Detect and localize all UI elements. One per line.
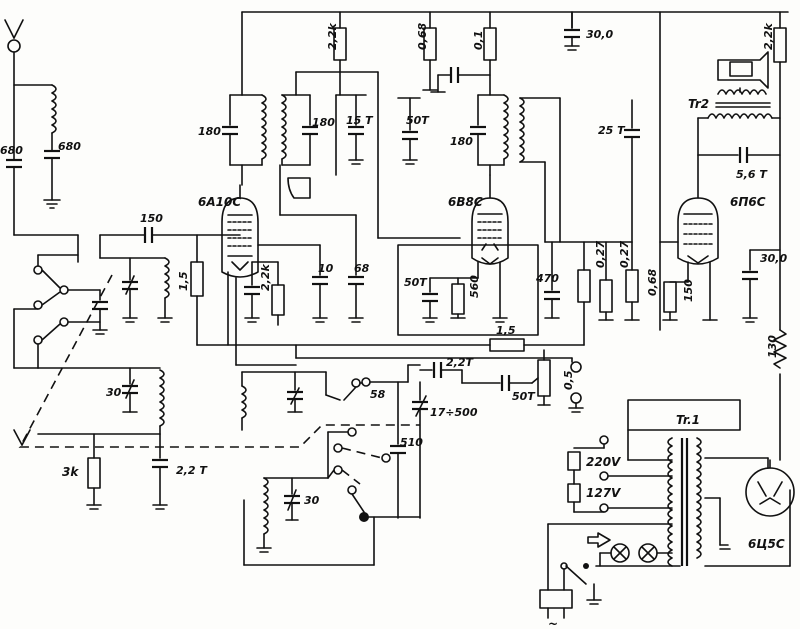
label-tr1: Tr.1	[676, 413, 700, 427]
label-220v: 220V	[586, 455, 622, 469]
band-switch-left	[13, 234, 101, 369]
label-c300-top: 30,0	[586, 28, 613, 41]
label-r068-mid: 0,68	[646, 269, 659, 296]
label-c150: 150	[140, 212, 163, 225]
label-c30-bot: 30	[304, 494, 320, 507]
label-c510: 510	[400, 436, 423, 449]
antenna-coupling	[6, 84, 79, 236]
tube-6c5s: 6Ц5С	[745, 459, 795, 551]
converter-cathode-circuit: 2,2k 10 68	[227, 214, 370, 366]
capacitor-150: 150	[99, 212, 241, 243]
label-r130: 130	[766, 335, 779, 358]
converter-plate-tank: 180	[198, 94, 267, 186]
label-c-ant: 680	[0, 144, 23, 157]
label-c50t-a: 50T	[406, 114, 430, 127]
label-r01-top: 0,1	[472, 31, 485, 51]
label-c25t: 25 T	[598, 124, 626, 137]
tube-label-6a10c: 6A10C	[198, 195, 241, 209]
tube-label-6p6s: 6П6С	[730, 195, 766, 209]
label-mains: ~	[548, 617, 558, 629]
if-transformer-1: 180 15 T	[279, 59, 461, 239]
label-c56t: 5,6 T	[736, 168, 768, 181]
power-supply: Tr.1 220V 127V	[539, 399, 791, 629]
resistors-top-mid: 0,68 0,1	[416, 23, 497, 96]
label-r3k: 3k	[62, 465, 79, 479]
supply-chain-right: 2,2k 30,0 130	[742, 23, 787, 461]
label-r027a: 0,27	[594, 241, 607, 268]
audio-volume-section: 1,5 2,2T 50T 0,5	[196, 324, 585, 413]
ganged-tuning-link	[13, 274, 420, 448]
capacitor-25t: 25 T	[598, 99, 640, 243]
if-cathode-network: 50T 560 470 0,27 0,27	[397, 241, 631, 346]
label-c10: 10	[318, 262, 334, 275]
label-c300-mid: 30,0	[760, 252, 787, 265]
label-c68: 68	[354, 262, 370, 275]
label-tr2: Tr2	[688, 97, 709, 111]
tube-6p6s: 6П6С 0,68 150	[624, 154, 766, 321]
label-c180c: 180	[450, 135, 473, 148]
label-r560: 560	[468, 275, 481, 298]
label-c-ant-coil: 680	[58, 140, 81, 153]
tube-label-6b8c: 6B8C	[448, 195, 483, 209]
label-r068-top: 0,68	[416, 23, 429, 50]
tube-label-6c5s: 6Ц5С	[748, 537, 785, 551]
resistor-2-2k-top: 2,2k	[326, 23, 347, 61]
label-r027b: 0,27	[618, 241, 631, 268]
label-r15-mid: 1,5	[496, 324, 516, 337]
label-127v: 127V	[586, 486, 622, 500]
label-c22t-bot: 2,2 T	[176, 464, 208, 477]
label-r150: 150	[682, 279, 695, 302]
label-c180a: 180	[198, 125, 221, 138]
label-c15t: 15 T	[346, 114, 374, 127]
b-plus-rail	[241, 11, 789, 331]
antenna-symbol	[4, 19, 24, 161]
lower-left-coils: 30 3k 2,2 T	[37, 367, 208, 510]
tube-6a10c: 6A10C	[198, 184, 259, 278]
capacitor-30-top: 30,0	[564, 11, 613, 51]
resistor-1-5: 1,5	[177, 234, 204, 346]
label-pot05: 0,5	[562, 370, 575, 390]
rf-tuned-circuit	[92, 257, 173, 335]
output-transformer-tr2: Tr2 5,6 T	[688, 51, 781, 181]
label-c17-500: 17÷500	[430, 406, 478, 419]
label-c50t-c: 50T	[512, 390, 536, 403]
label-c470: 470	[535, 272, 559, 285]
label-c22t-mid: 2,2T	[446, 356, 474, 369]
label-c58: 58	[370, 388, 386, 401]
label-c30-left: 30	[106, 386, 122, 399]
oscillator-section: 58 510 17÷500 30	[241, 364, 478, 566]
label-r22k-mid: 2,2k	[259, 264, 272, 291]
label-c50t-b: 50T	[404, 276, 428, 289]
if-transformer-2: 180 50T	[397, 94, 633, 243]
label-r22k-top1: 2,2k	[326, 23, 339, 50]
label-c180b: 180	[312, 116, 335, 129]
label-r22k-top2: 2,2k	[762, 23, 775, 50]
tube-6b8c: 6B8C	[448, 174, 509, 265]
label-r15: 1,5	[177, 271, 190, 291]
